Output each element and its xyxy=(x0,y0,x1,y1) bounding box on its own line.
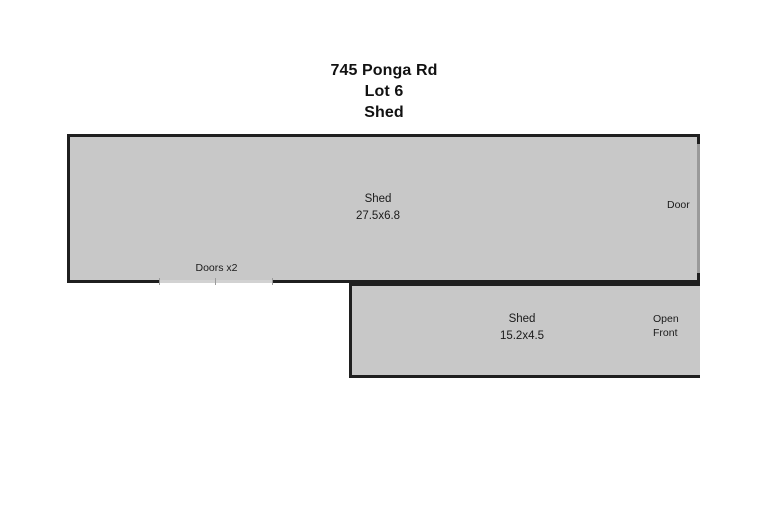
plan-title-address: 745 Ponga Rd xyxy=(330,62,438,79)
room-name-shed-lower: Shed xyxy=(508,313,536,325)
doors-x2-mullion xyxy=(215,278,216,285)
doors-x2-jamb-right xyxy=(272,278,273,285)
wall-stub-bottom-right xyxy=(697,273,700,283)
room-label-shed-upper: Shed 27.5x6.8 xyxy=(278,191,478,224)
room-dimensions-shed-lower: 15.2x4.5 xyxy=(499,329,545,342)
room-name-shed-upper: Shed xyxy=(364,193,392,205)
room-shed-lower xyxy=(349,283,700,378)
door-opening-icon xyxy=(697,134,700,283)
plan-title-lot: Lot 6 xyxy=(364,83,404,101)
room-shed-upper xyxy=(67,134,700,283)
room-label-shed-lower: Shed 15.2x4.5 xyxy=(422,311,622,344)
opening-label-door: Door xyxy=(667,199,690,211)
doors-x2-opening-icon xyxy=(160,280,273,283)
opening-label-doors-x2: Doors x2 xyxy=(195,262,238,274)
doors-x2-jamb-left xyxy=(159,278,160,285)
plan-title-block: 745 Ponga Rd Lot 6 Shed xyxy=(0,60,768,123)
plan-title-building: Shed xyxy=(364,104,404,122)
wall-stub-top-right xyxy=(697,134,700,144)
room-dimensions-shed-upper: 27.5x6.8 xyxy=(355,209,401,222)
